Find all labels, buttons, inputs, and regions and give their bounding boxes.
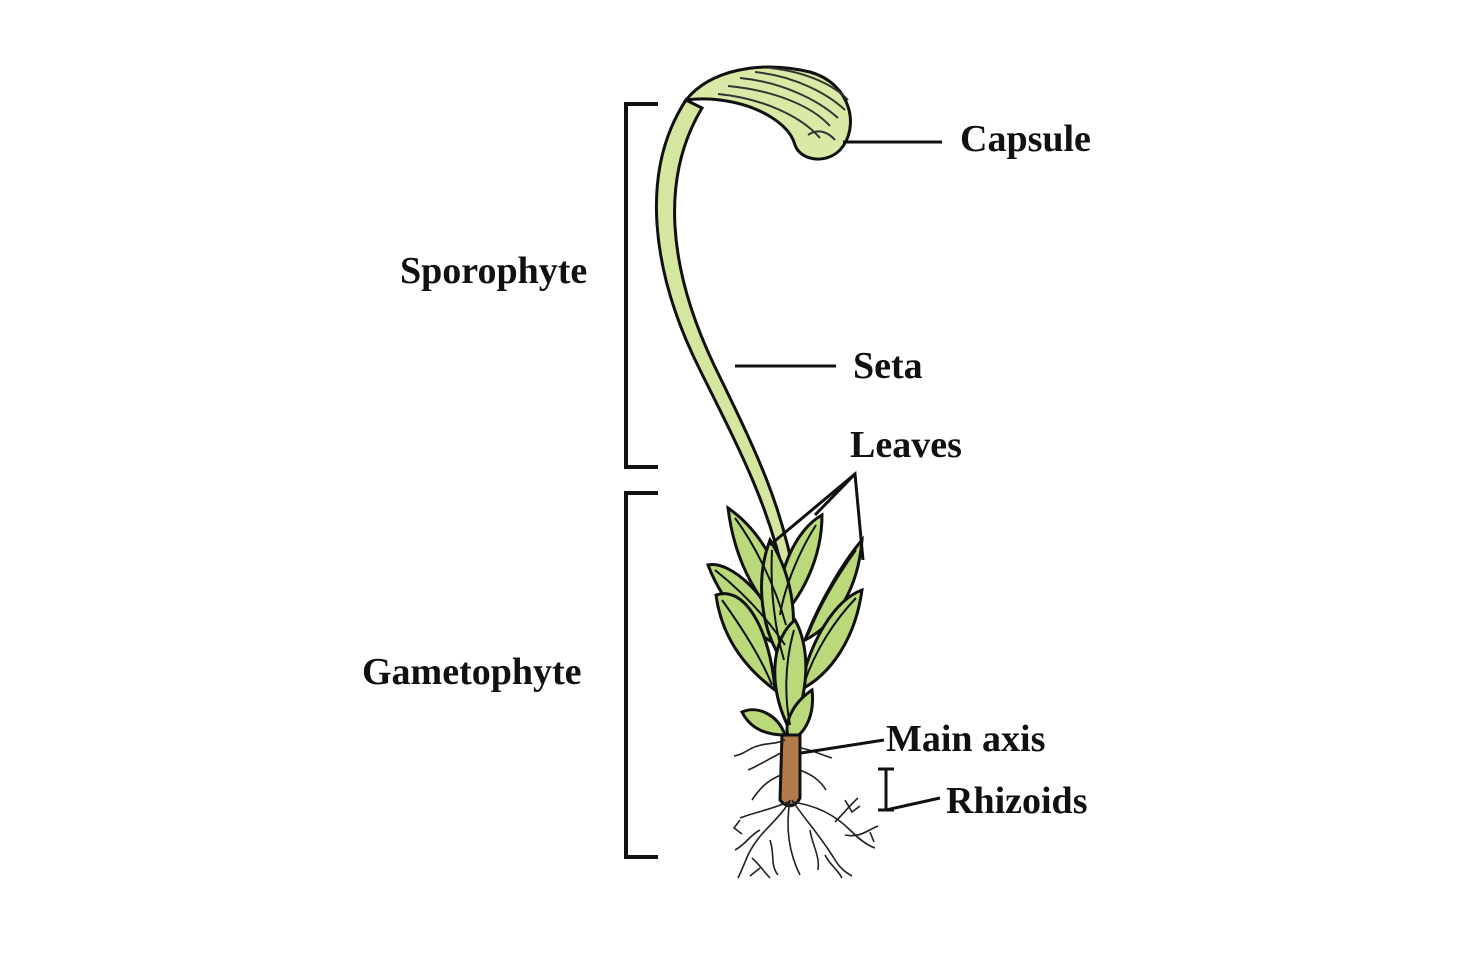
main-axis-stem (778, 733, 802, 808)
label-gametophyte: Gametophyte (362, 651, 582, 693)
label-leaves: Leaves (850, 424, 962, 466)
rhizoids-leader (878, 767, 941, 812)
rhizoids (732, 739, 879, 879)
label-sporophyte: Sporophyte (400, 250, 588, 292)
seta (654, 98, 798, 587)
label-seta: Seta (853, 345, 923, 387)
capsule (682, 65, 852, 161)
leaves (705, 504, 864, 742)
gametophyte-bracket (624, 491, 658, 859)
leaf-midribs (714, 517, 857, 726)
sporophyte-bracket (624, 102, 658, 469)
label-main-axis: Main axis (886, 718, 1046, 760)
main-axis-leader (800, 738, 885, 755)
label-rhizoids: Rhizoids (946, 780, 1088, 822)
label-capsule: Capsule (960, 118, 1091, 160)
leaves-leader (769, 471, 865, 561)
